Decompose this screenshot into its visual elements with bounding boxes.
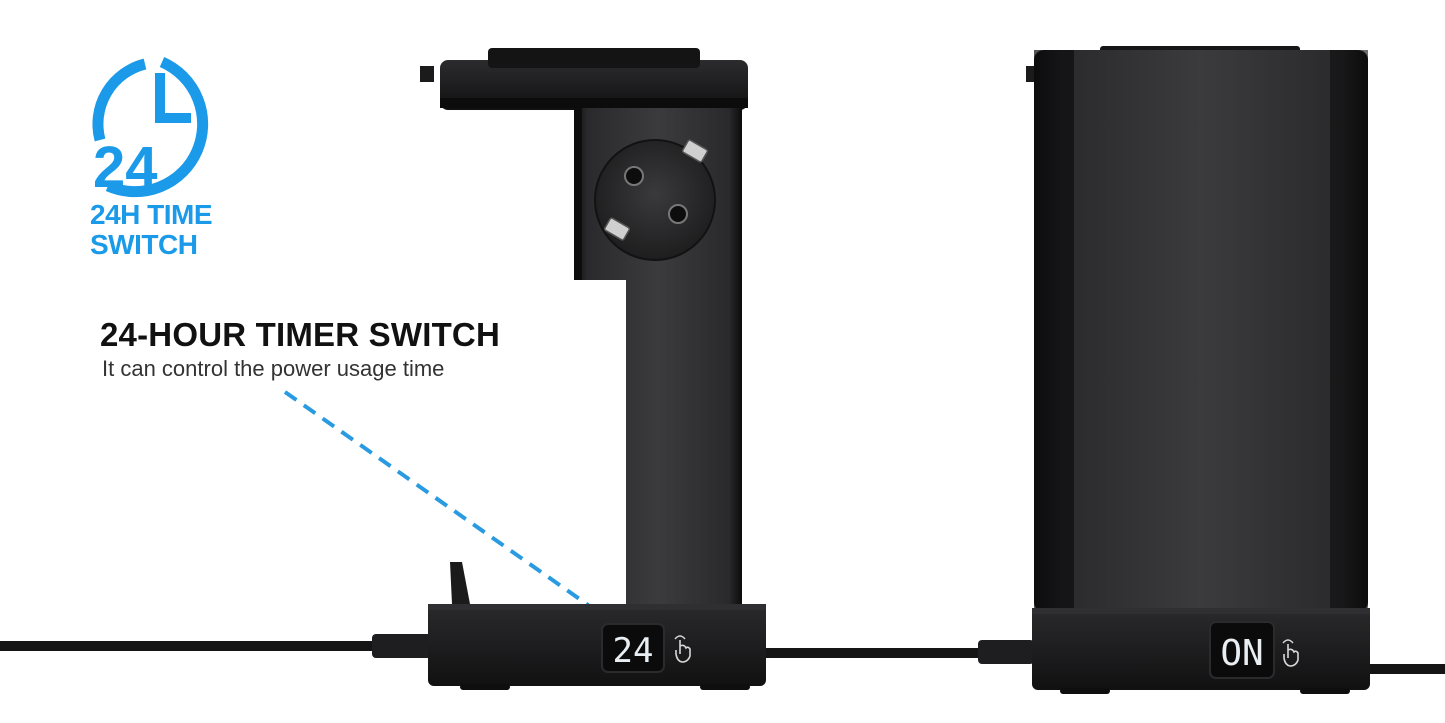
touch-hand-icon[interactable]: [674, 635, 691, 663]
right-display-value: ON: [1220, 633, 1263, 674]
left-device: 24: [420, 48, 766, 690]
badge-label-line1: 24H TIME: [90, 199, 213, 230]
feature-subtitle: It can control the power usage time: [102, 356, 445, 381]
clock-24h-icon: 24: [92, 56, 209, 200]
left-display-value: 24: [613, 631, 654, 671]
badge-label: 24H TIME SWITCH: [90, 199, 213, 260]
right-device: ON: [1026, 46, 1370, 694]
touch-hand-icon[interactable]: [1282, 639, 1299, 667]
left-timer-display[interactable]: [601, 623, 665, 673]
leader-line: [283, 390, 600, 614]
badge-label-line2: SWITCH: [90, 229, 198, 260]
right-timer-display[interactable]: [1209, 621, 1275, 679]
clock-badge-number: 24: [93, 135, 158, 200]
socket-outlet: [594, 139, 716, 261]
feature-title: 24-HOUR TIMER SWITCH: [100, 316, 500, 353]
power-cables: [0, 634, 1445, 674]
